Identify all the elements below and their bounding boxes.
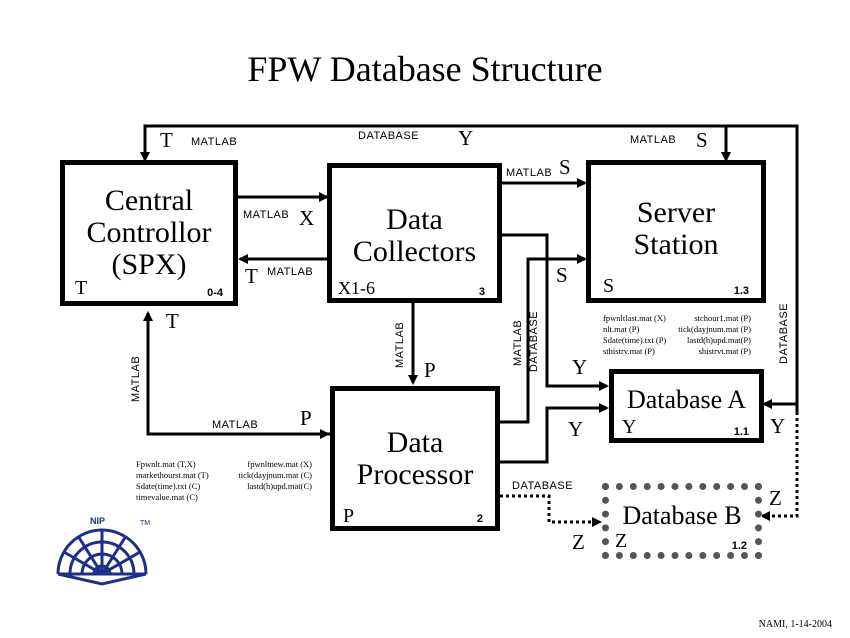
label-Y-dbA-bottom: Y [568, 417, 584, 441]
label-P-top: P [424, 358, 436, 382]
connector-collectors-to-dbA [502, 233, 609, 391]
credit-text: NAMI, 1-14-2004 [758, 619, 832, 630]
nip-logo-letters: NIP [90, 516, 106, 526]
label-database-top: DATABASE [358, 130, 420, 142]
label-S-top: S [696, 128, 708, 152]
label-T-top: T [160, 128, 173, 152]
data-collectors-name: Data Collectors [352, 203, 477, 268]
label-S-processor: S [556, 263, 568, 287]
label-matlab-collectors-processor: MATLAB [394, 321, 406, 368]
label-X: X [299, 206, 315, 230]
label-T-return: T [245, 264, 258, 288]
database-b-box: Database B Z 1.2 [602, 483, 762, 559]
database-b-number: 1.2 [731, 540, 747, 552]
database-a-box: Database A Y 1.1 [609, 369, 764, 443]
nip-logo-trademark: TM [140, 520, 151, 527]
central-controller-letter: T [75, 277, 88, 299]
server-station-number: 1.3 [733, 285, 749, 297]
page-title: FPW Database Structure [247, 49, 603, 89]
data-collectors-box: Data Collectors X1-6 3 [327, 163, 502, 303]
label-matlab-left-vertical: MATLAB [130, 355, 142, 402]
connector-processor-to-dbA [500, 403, 609, 464]
label-matlab-collectors-server: MATLAB [506, 167, 553, 179]
connector-processor-to-server [500, 254, 587, 424]
server-station-letter: S [603, 275, 615, 297]
label-matlab-central-collectors: MATLAB [243, 209, 290, 221]
label-T-central-bottom: T [166, 309, 179, 333]
central-controller-number: 0-4 [207, 287, 223, 299]
list-item: Sdate(time).txt (C)lastd(h)upd.mat(C) [136, 481, 312, 491]
label-matlab-collectors-central: MATLAB [267, 266, 314, 278]
server-station-box: Server Station S 1.3 [586, 160, 766, 303]
data-processor-box: Data Processor P 2 [330, 386, 500, 531]
central-controller-name: Central Controllor (SPX) [86, 184, 212, 281]
nip-logo-icon [56, 528, 148, 586]
data-collectors-number: 3 [478, 286, 485, 298]
data-processor-number: 2 [476, 513, 483, 525]
label-database-processor-dbB: DATABASE [512, 480, 574, 492]
list-item: nlt.mat (P)tick(dayjnum.mat (P) [603, 324, 751, 334]
controller-file-list: Fpwnlt.mat (T,X)fpwnltnew.mat (X) market… [136, 459, 312, 503]
database-a-letter: Y [622, 416, 637, 438]
label-Y-top: Y [458, 126, 474, 150]
database-a-name: Database A [626, 385, 747, 414]
label-matlab-top-right: MATLAB [630, 134, 677, 146]
label-matlab-processor-server: MATLAB [512, 319, 524, 366]
list-item: fpwnltlast.mat (X)stchour1.mat (P) [603, 313, 751, 323]
data-collectors-letter: X1-6 [338, 278, 375, 298]
label-matlab-central-processor: MATLAB [212, 419, 259, 431]
central-controller-box: Central Controllor (SPX) T 0-4 [60, 160, 238, 306]
database-b-name: Database B [622, 501, 742, 530]
data-processor-letter: P [343, 505, 355, 527]
label-database-right-vertical: DATABASE [778, 302, 790, 364]
connector-top-loop [140, 124, 799, 412]
label-Z-right: Z [769, 486, 782, 510]
data-processor-name: Data Processor [356, 426, 474, 491]
label-S-collectors: S [559, 155, 571, 179]
label-matlab-top-left: MATLAB [191, 136, 238, 148]
connector-processor-to-dbB [500, 494, 602, 527]
label-Y-dbA-top: Y [572, 355, 588, 379]
label-Z-left: Z [572, 530, 585, 554]
list-item: markethourst.mat (T)tick(dayjnum.mat (C) [136, 470, 312, 480]
server-station-name: Server Station [633, 196, 719, 261]
label-database-collectors-dbA: DATABASE [528, 310, 540, 372]
connector-right-to-dbB [760, 412, 799, 521]
database-b-letter: Z [615, 530, 628, 552]
list-item: Fpwnlt.mat (T,X)fpwnltnew.mat (X) [136, 459, 312, 469]
server-file-list: fpwnltlast.mat (X)stchour1.mat (P) nlt.m… [603, 313, 751, 357]
list-item: Sdate(time).txt (P)lastd(h)upd.mat(P) [603, 335, 751, 345]
label-Y-right: Y [770, 414, 786, 438]
database-a-number: 1.1 [733, 426, 749, 438]
list-item: sthistrv.mat (P)shistrvt.mat (P) [603, 346, 751, 356]
label-P-left: P [300, 406, 312, 430]
list-item: timevalue.mat (C) [136, 492, 198, 502]
nip-logo: NIP TM [52, 512, 152, 588]
